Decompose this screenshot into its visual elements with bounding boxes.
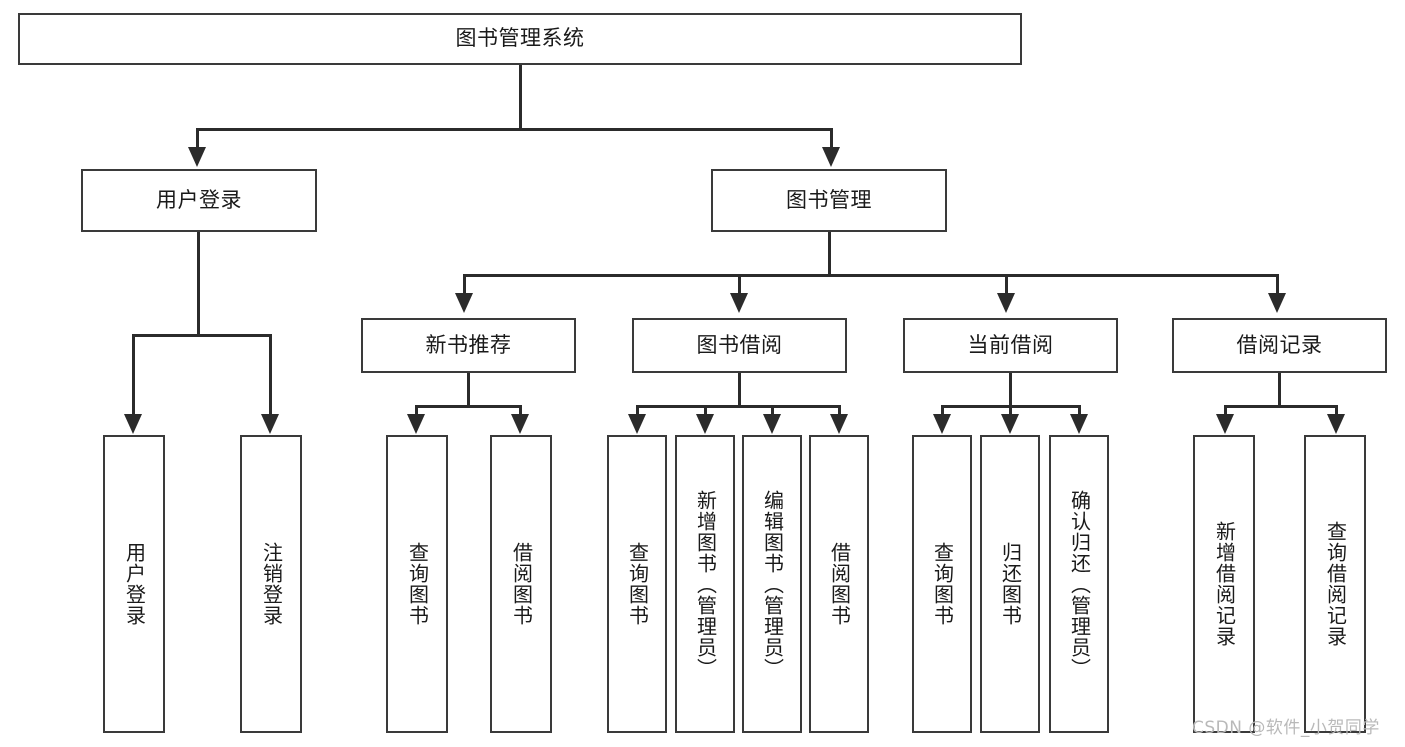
edge-new-book-bar [415, 405, 522, 408]
node-new-book-recommend-label: 新书推荐 [425, 332, 512, 357]
leaf-book-borrow-1[interactable]: 查询图书 [607, 435, 667, 733]
node-book-management[interactable]: 图书管理 [711, 169, 947, 232]
arrow-book-borrow-leaf-4 [830, 414, 848, 434]
edge-current-borrow-drop-1 [941, 405, 944, 416]
leaf-current-borrow-1-label: 查询图书 [930, 542, 955, 626]
arrow-book-borrow-leaf-3 [763, 414, 781, 434]
arrow-book-borrow-leaf-2 [696, 414, 714, 434]
leaf-current-borrow-2-label: 归还图书 [998, 542, 1023, 626]
node-borrow-records-label: 借阅记录 [1236, 332, 1323, 357]
edge-user-login-drop-1 [132, 334, 135, 416]
edge-current-borrow-trunk [1009, 373, 1012, 407]
arrow-to-new-book-recommend [455, 293, 473, 313]
leaf-current-borrow-3-label: 确认归还（管理员） [1067, 489, 1092, 679]
arrow-to-user-login [188, 147, 206, 167]
edge-book-mgmt-drop-3 [1005, 274, 1008, 294]
node-new-book-recommend[interactable]: 新书推荐 [361, 318, 576, 373]
edge-borrow-records-trunk [1278, 373, 1281, 407]
arrow-book-borrow-leaf-1 [628, 414, 646, 434]
node-root[interactable]: 图书管理系统 [18, 13, 1022, 65]
edge-new-book-trunk [467, 373, 470, 407]
leaf-book-borrow-2[interactable]: 新增图书（管理员） [675, 435, 735, 733]
leaf-book-borrow-4-label: 借阅图书 [827, 542, 852, 626]
arrow-to-book-borrow [730, 293, 748, 313]
leaf-new-book-1-label: 查询图书 [405, 542, 430, 626]
node-root-label: 图书管理系统 [455, 26, 585, 51]
leaf-borrow-records-2[interactable]: 查询借阅记录 [1304, 435, 1366, 733]
edge-borrow-records-bar [1224, 405, 1338, 408]
edge-book-mgmt-trunk [828, 232, 831, 276]
leaf-new-book-1[interactable]: 查询图书 [386, 435, 448, 733]
leaf-user-login-1-label: 用户登录 [122, 542, 147, 626]
node-book-management-label: 图书管理 [786, 187, 872, 212]
watermark-text: CSDN @软件_小贺同学 [1192, 718, 1380, 738]
node-book-borrow-label: 图书借阅 [696, 332, 783, 357]
edge-borrow-records-drop-2 [1335, 405, 1338, 416]
edge-new-book-drop-1 [415, 405, 418, 416]
edge-borrow-records-drop-1 [1224, 405, 1227, 416]
arrow-to-book-mgmt [822, 147, 840, 167]
leaf-current-borrow-3[interactable]: 确认归还（管理员） [1049, 435, 1109, 733]
edge-new-book-drop-2 [519, 405, 522, 416]
node-book-borrow[interactable]: 图书借阅 [632, 318, 847, 373]
arrow-current-borrow-leaf-1 [933, 414, 951, 434]
arrow-to-borrow-records [1268, 293, 1286, 313]
edge-user-login-bar [132, 334, 272, 337]
arrow-current-borrow-leaf-2 [1001, 414, 1019, 434]
edge-user-login-trunk [197, 232, 200, 336]
leaf-borrow-records-2-label: 查询借阅记录 [1323, 521, 1348, 647]
edge-book-borrow-trunk [738, 373, 741, 407]
edge-current-borrow-drop-2 [1009, 405, 1012, 416]
edge-book-borrow-drop-4 [838, 405, 841, 416]
leaf-new-book-2[interactable]: 借阅图书 [490, 435, 552, 733]
edge-book-borrow-drop-1 [636, 405, 639, 416]
leaf-borrow-records-1[interactable]: 新增借阅记录 [1193, 435, 1255, 733]
node-current-borrow-label: 当前借阅 [967, 332, 1054, 357]
arrow-current-borrow-leaf-3 [1070, 414, 1088, 434]
edge-book-borrow-drop-2 [704, 405, 707, 416]
edge-root-to-user-login [196, 128, 199, 148]
leaf-book-borrow-4[interactable]: 借阅图书 [809, 435, 869, 733]
node-user-login[interactable]: 用户登录 [81, 169, 317, 232]
leaf-user-login-2-label: 注销登录 [259, 542, 284, 626]
leaf-user-login-2[interactable]: 注销登录 [240, 435, 302, 733]
node-current-borrow[interactable]: 当前借阅 [903, 318, 1118, 373]
leaf-current-borrow-2[interactable]: 归还图书 [980, 435, 1040, 733]
arrow-borrow-records-leaf-1 [1216, 414, 1234, 434]
leaf-book-borrow-2-label: 新增图书（管理员） [693, 489, 718, 679]
arrow-to-current-borrow [997, 293, 1015, 313]
edge-root-to-book-mgmt [830, 128, 833, 148]
node-borrow-records[interactable]: 借阅记录 [1172, 318, 1387, 373]
arrow-borrow-records-leaf-2 [1327, 414, 1345, 434]
leaf-user-login-1[interactable]: 用户登录 [103, 435, 165, 733]
leaf-borrow-records-1-label: 新增借阅记录 [1212, 521, 1237, 647]
edge-book-borrow-drop-3 [771, 405, 774, 416]
leaf-new-book-2-label: 借阅图书 [509, 542, 534, 626]
arrow-new-book-leaf-2 [511, 414, 529, 434]
leaf-book-borrow-1-label: 查询图书 [625, 542, 650, 626]
edge-book-mgmt-drop-4 [1276, 274, 1279, 294]
edge-user-login-drop-2 [269, 334, 272, 416]
edge-root-bar [196, 128, 833, 131]
node-user-login-label: 用户登录 [156, 187, 242, 212]
arrow-new-book-leaf-1 [407, 414, 425, 434]
edge-book-mgmt-drop-1 [463, 274, 466, 294]
edge-book-mgmt-bar [463, 274, 1279, 277]
leaf-book-borrow-3[interactable]: 编辑图书（管理员） [742, 435, 802, 733]
arrow-user-login-leaf-1 [124, 414, 142, 434]
arrow-user-login-leaf-2 [261, 414, 279, 434]
edge-root-trunk [519, 65, 522, 130]
leaf-book-borrow-3-label: 编辑图书（管理员） [760, 489, 785, 679]
leaf-current-borrow-1[interactable]: 查询图书 [912, 435, 972, 733]
edge-book-mgmt-drop-2 [738, 274, 741, 294]
edge-current-borrow-drop-3 [1078, 405, 1081, 416]
edge-book-borrow-bar [636, 405, 841, 408]
